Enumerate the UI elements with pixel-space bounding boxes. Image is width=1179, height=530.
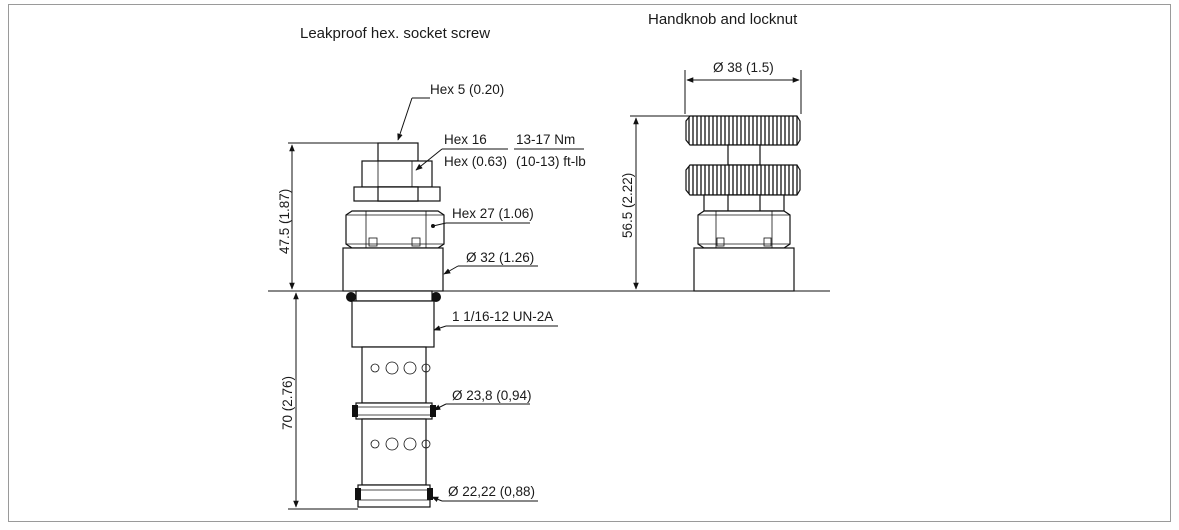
o-ring-left xyxy=(346,292,356,302)
drawing-frame xyxy=(8,4,1171,522)
knob-stem xyxy=(727,144,761,166)
d238-groove xyxy=(355,402,433,420)
label-d22-22: Ø 22,22 (0,88) xyxy=(448,484,535,499)
label-hex5: Hex 5 (0.20) xyxy=(430,82,504,97)
label-hex27: Hex 27 (1.06) xyxy=(452,206,534,221)
valve-right xyxy=(685,115,801,292)
title-right: Handknob and locknut xyxy=(648,11,798,28)
hex-body-right xyxy=(697,210,791,249)
hex16-nut xyxy=(361,160,433,188)
thread-section xyxy=(351,300,435,348)
dim-height-56-5: 56.5 (2.22) xyxy=(620,173,635,238)
locknut xyxy=(685,164,801,196)
dim-height-47-5: 47.5 (1.87) xyxy=(277,189,292,254)
valve-left xyxy=(342,142,445,508)
o-ring-right xyxy=(431,292,441,302)
label-hex16-inch: Hex (0.63) xyxy=(444,154,507,169)
label-d32: Ø 32 (1.26) xyxy=(466,250,534,265)
cylinder-right xyxy=(693,247,795,292)
dim-height-70: 70 (2.76) xyxy=(280,376,295,430)
port-section xyxy=(361,346,427,404)
label-d38: Ø 38 (1.5) xyxy=(713,60,774,75)
title-left: Leakproof hex. socket screw xyxy=(300,25,490,42)
socket-screw xyxy=(377,142,419,162)
d32-cylinder xyxy=(342,247,444,292)
label-d23-8: Ø 23,8 (0,94) xyxy=(452,388,532,403)
label-torque-nm: 13-17 Nm xyxy=(516,132,575,147)
label-thread: 1 1/16-12 UN-2A xyxy=(452,309,553,324)
d2222-groove xyxy=(357,484,431,508)
label-hex16: Hex 16 xyxy=(444,132,487,147)
hex27-body xyxy=(345,210,445,249)
handknob xyxy=(685,115,801,146)
label-torque-ftlb: (10-13) ft-lb xyxy=(516,154,586,169)
